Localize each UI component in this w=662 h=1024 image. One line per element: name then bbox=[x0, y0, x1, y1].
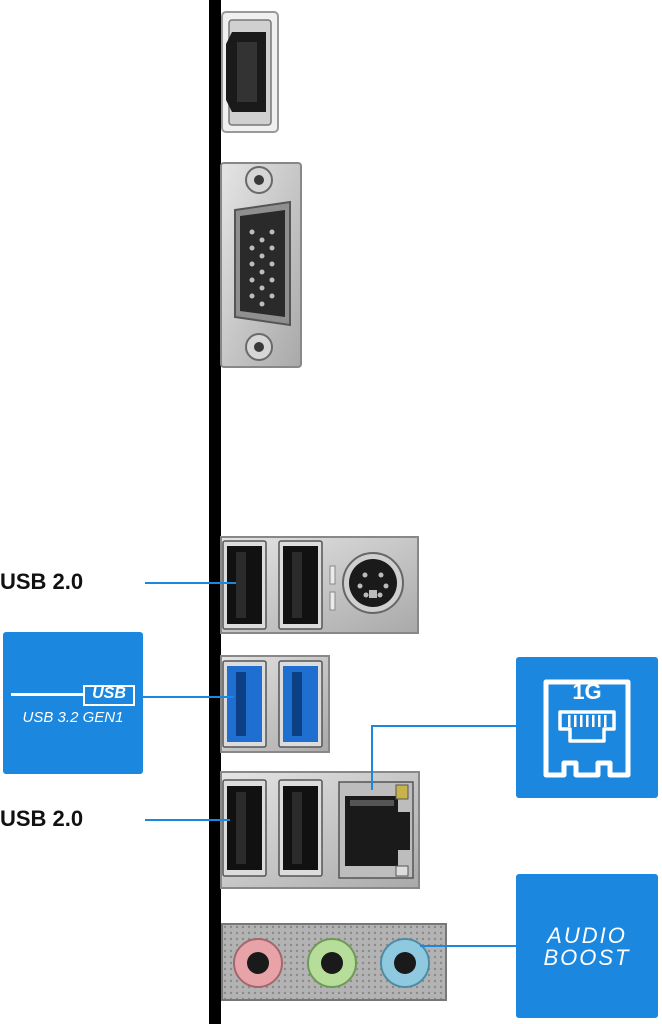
lan-1g-text: 1G bbox=[572, 679, 602, 704]
usb-port-icon bbox=[222, 660, 267, 748]
usb32-group bbox=[220, 655, 330, 753]
board-edge bbox=[209, 0, 221, 1024]
usb-port-icon bbox=[278, 540, 323, 630]
usb-logo-line bbox=[11, 693, 85, 696]
usb20-bottom-label: USB 2.0 bbox=[0, 806, 84, 831]
audio-jack-icon bbox=[380, 938, 430, 988]
ethernet-icon bbox=[543, 679, 631, 778]
usb32-badge: USB USB 3.2 GEN1 bbox=[3, 632, 143, 774]
usb-logo-text: USB bbox=[92, 685, 126, 702]
audio-jack-icon bbox=[233, 938, 283, 988]
audio-jack-icon bbox=[307, 938, 357, 988]
audio-boost-badge: AUDIO BOOST bbox=[516, 874, 658, 1018]
audio-group bbox=[221, 923, 447, 1001]
usb-port-icon bbox=[222, 779, 267, 877]
usb-port-icon bbox=[278, 660, 323, 748]
usb20-lan-group bbox=[220, 771, 420, 889]
lan-1g-badge: 1G bbox=[516, 657, 658, 798]
usb-logo-box bbox=[83, 685, 135, 706]
usb20-top-label: USB 2.0 bbox=[0, 569, 84, 594]
vga-port-icon bbox=[220, 162, 302, 368]
usb-port-icon bbox=[278, 779, 323, 877]
hdmi-port-icon bbox=[221, 11, 279, 133]
ps2-port-icon bbox=[342, 552, 404, 614]
usb20-ps2-group bbox=[220, 536, 419, 634]
ethernet-port-icon bbox=[338, 781, 414, 879]
audio-boost-line1: AUDIO bbox=[547, 923, 627, 948]
usb-port-icon bbox=[222, 540, 267, 630]
audio-boost-line2: BOOST bbox=[543, 945, 631, 970]
usb32-text: USB 3.2 GEN1 bbox=[22, 709, 124, 726]
callout-lan bbox=[371, 725, 516, 790]
